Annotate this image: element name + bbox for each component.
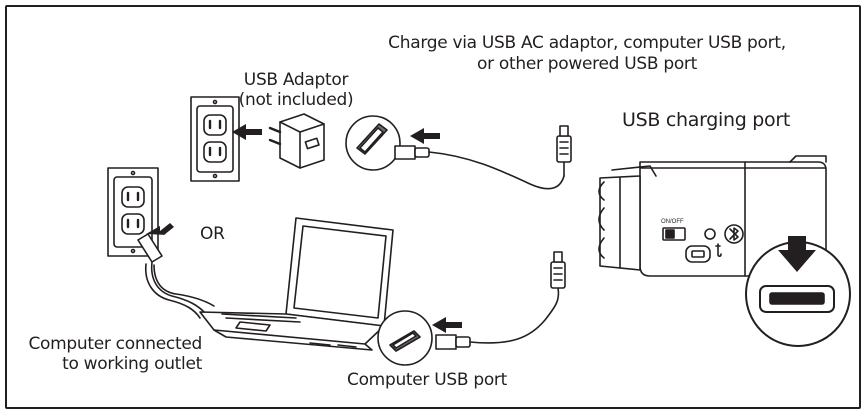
arrow-to-outlet-upper [232, 124, 262, 140]
computer-label-line1: Computer connected [28, 334, 202, 354]
usb-cable-adaptor [394, 125, 572, 190]
computer-label-line2: to working outlet [62, 354, 202, 374]
diagram-border [5, 5, 861, 409]
wall-outlet-lower [107, 167, 159, 257]
usb-cable-computer [435, 251, 566, 350]
charge-instruction-line1: Charge via USB AC adaptor, computer USB … [388, 33, 786, 53]
switch-label: ON/OFF [661, 219, 684, 225]
arrow-to-outlet-lower [146, 223, 174, 235]
charging-port-zoom [745, 241, 851, 347]
computer-usb-port-label: Computer USB port [347, 370, 507, 390]
wall-outlet-upper [190, 96, 240, 182]
adaptor-port-zoom [345, 115, 401, 171]
arrow-to-adaptor-port [410, 128, 440, 144]
usb-wall-adaptor [268, 113, 325, 169]
arrow-to-computer-port [432, 317, 462, 333]
adaptor-label-line2: (not included) [238, 90, 354, 110]
charge-instruction-line2: or other powered USB port [477, 54, 697, 74]
or-label: OR [200, 224, 225, 244]
adaptor-label-line1: USB Adaptor [243, 70, 349, 90]
computer-port-zoom [377, 310, 433, 366]
charging-port-label: USB charging port [622, 109, 790, 131]
arrow-to-charging-port [778, 236, 816, 272]
laptop [199, 217, 394, 351]
laptop-power-cord [137, 233, 215, 319]
